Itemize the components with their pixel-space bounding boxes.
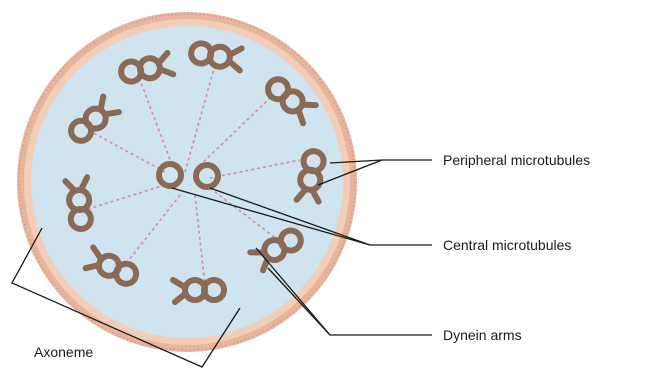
label-peripheral-microtubules: Peripheral microtubules [443, 152, 590, 168]
label-dynein-arms: Dynein arms [443, 327, 522, 343]
label-central-microtubules: Central microtubules [443, 237, 571, 253]
label-axoneme: Axoneme [34, 344, 93, 360]
